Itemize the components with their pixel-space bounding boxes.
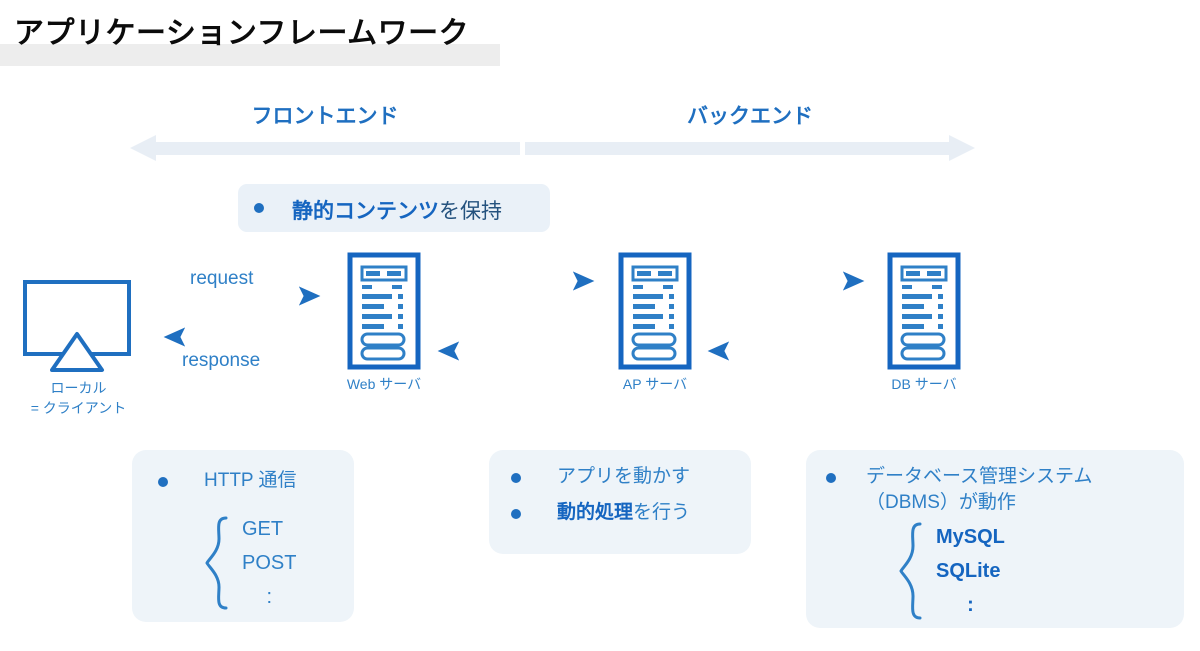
client-label-line1: ローカル bbox=[50, 380, 107, 396]
note-db-ellipsis: : bbox=[967, 594, 974, 616]
flow-label-request: request bbox=[190, 268, 254, 289]
client-label-line2: = クライアント bbox=[30, 400, 127, 416]
static-content-text: 静的コンテンツを保持 bbox=[292, 195, 502, 225]
curly-brace-icon bbox=[899, 522, 922, 620]
server-rack-icon bbox=[887, 252, 961, 370]
monitor-icon bbox=[23, 280, 131, 372]
bullet-icon bbox=[511, 509, 521, 519]
note-box-http: HTTP 通信 GET POST : bbox=[132, 450, 354, 622]
note-ap-row-0: アプリを動かす bbox=[511, 464, 690, 490]
band-backend-label: バックエンド bbox=[687, 105, 813, 128]
server-node-web: Web サーバ bbox=[347, 252, 421, 392]
bullet-icon bbox=[254, 203, 264, 213]
note-db-heading-line2: （DBMS）が動作 bbox=[866, 492, 1016, 513]
server-rack-icon bbox=[618, 252, 692, 370]
bullet-icon bbox=[158, 477, 168, 487]
note-box-db: データベース管理システム （DBMS）が動作 MySQL SQLite : bbox=[806, 450, 1184, 628]
note-http-ellipsis: : bbox=[266, 586, 272, 608]
note-db-heading-line1: データベース管理システム bbox=[866, 466, 1093, 487]
server-rack-icon bbox=[347, 252, 421, 370]
note-ap-text-1: 動的処理を行う bbox=[557, 500, 690, 526]
client-node: ローカル = クライアント bbox=[16, 278, 141, 416]
static-content-plain: を保持 bbox=[439, 200, 502, 223]
note-http-item-0: GET bbox=[242, 518, 284, 540]
curly-brace-icon bbox=[205, 516, 228, 610]
static-content-pill: 静的コンテンツを保持 bbox=[238, 184, 550, 232]
note-db-item-1: SQLite bbox=[936, 560, 1001, 582]
note-box-ap: アプリを動かす 動的処理を行う bbox=[489, 450, 751, 554]
note-db-brace-items: MySQL SQLite : bbox=[936, 520, 1005, 622]
note-ap-row-1: 動的処理を行う bbox=[511, 500, 690, 526]
note-ap-plain-1: を行う bbox=[633, 502, 691, 523]
server-label-ap: AP サーバ bbox=[622, 376, 688, 392]
note-http-brace-block: GET POST : bbox=[204, 512, 296, 614]
title-highlight-bar bbox=[0, 44, 500, 66]
server-node-db: DB サーバ bbox=[887, 252, 961, 392]
note-db-item-0: MySQL bbox=[936, 526, 1005, 548]
band-backend-arrow-icon bbox=[525, 135, 975, 161]
band-frontend: フロントエンド bbox=[130, 100, 520, 166]
note-db-heading-row: データベース管理システム （DBMS）が動作 bbox=[826, 464, 1092, 516]
server-label-web: Web サーバ bbox=[346, 376, 422, 392]
note-ap-bold-1: 動的処理 bbox=[557, 502, 634, 523]
band-frontend-arrow-icon bbox=[130, 135, 520, 161]
server-node-ap: AP サーバ bbox=[618, 252, 692, 392]
band-backend: バックエンド bbox=[525, 100, 975, 166]
note-ap-text-0: アプリを動かす bbox=[557, 466, 691, 487]
page-title: アプリケーションフレームワーク bbox=[14, 17, 470, 50]
note-http-brace-items: GET POST : bbox=[242, 512, 296, 614]
note-db-heading: データベース管理システム （DBMS）が動作 bbox=[866, 464, 1092, 516]
note-http-item-1: POST bbox=[242, 552, 297, 574]
title-block: アプリケーションフレームワーク bbox=[0, 6, 500, 66]
client-label: ローカル = クライアント bbox=[16, 378, 141, 418]
note-http-heading: HTTP 通信 bbox=[204, 470, 297, 491]
bullet-icon bbox=[511, 473, 521, 483]
static-content-bold: 静的コンテンツ bbox=[292, 200, 439, 223]
note-db-brace-block: MySQL SQLite : bbox=[898, 520, 1005, 622]
band-frontend-label: フロントエンド bbox=[251, 105, 399, 128]
bullet-icon bbox=[826, 473, 836, 483]
flow-label-response: response bbox=[182, 350, 261, 371]
note-http-heading-row: HTTP 通信 bbox=[158, 468, 297, 494]
server-label-db: DB サーバ bbox=[891, 376, 957, 392]
